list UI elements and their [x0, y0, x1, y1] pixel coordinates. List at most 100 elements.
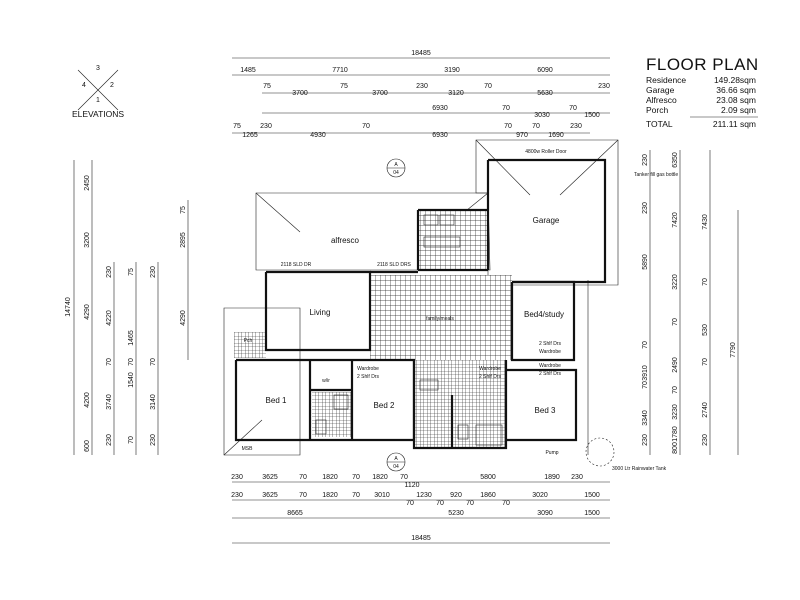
kitchen-tiles [418, 210, 488, 270]
top-row1-dim-3: 3190 [444, 67, 460, 74]
left-col1-dim-5: 600 [84, 440, 91, 452]
bottom-row2-dim-7: 70 [406, 500, 414, 507]
top-row1-dim-2: 7710 [332, 67, 348, 74]
bottom-row2-dim-1: 230 [231, 492, 243, 499]
bed1-hip-line [223, 419, 263, 456]
roof-hip-line-1 [255, 192, 301, 233]
bottom-row1-dim-11: 230 [571, 474, 583, 481]
right-col4-dim-1: 7790 [730, 342, 737, 358]
garage-hip-line-2 [559, 139, 619, 196]
right-col2-dim-8: 1780 [672, 426, 679, 442]
elevation-1-label: 1 [96, 97, 100, 104]
wardrobe-bath-label: Wardrobe [479, 366, 501, 372]
top-row2-dim-8: 5630 [537, 90, 553, 97]
rainwater-tank-label: 3000 Ltr Rainwater Tank [612, 466, 667, 472]
roller-door-label: 4800w Roller Door [525, 149, 567, 155]
shelves-bed3-label: 2 Shlf Drs [539, 371, 561, 377]
section-marker-top-sheet: 04 [393, 170, 399, 176]
top-row4-dim-3: 230 [260, 123, 272, 130]
schedule-residence-label: Residence [646, 75, 686, 85]
bed3-walls [506, 368, 578, 442]
right-col1-dim-5: 3910 [642, 365, 649, 381]
right-col2-dim-1: 6350 [672, 152, 679, 168]
section-marker-top-letter: A [394, 162, 398, 168]
left-overall-dim: 14740 [65, 297, 72, 317]
left-col4b-dim-2: 230 [150, 266, 157, 278]
ensuite-tiles [312, 392, 352, 437]
bottom-row2-dim-15: 1500 [584, 492, 600, 499]
section-marker-bottom: A 04 [386, 452, 406, 472]
top-row3b-dim-1: 70 [502, 105, 510, 112]
wardrobe-bed4-label: Wardrobe [539, 349, 561, 355]
top-row2-dim-7: 70 [484, 83, 492, 90]
top-row4-dim-7: 70 [504, 123, 512, 130]
elevation-2-label: 2 [110, 82, 114, 89]
schedule-total-label: TOTAL [646, 119, 673, 129]
elevations-compass: 3 2 4 1 ELEVATIONS [72, 65, 124, 119]
tanker-label: Tanker fill gas bottle [634, 172, 678, 178]
kitchen-island [423, 236, 461, 248]
left-col2-dim-4: 3740 [106, 394, 113, 410]
porch-tiles [234, 332, 266, 358]
shelves-bed4-label: 2 Shlf Drs [539, 341, 561, 347]
bottom-row1-dim-5: 70 [352, 474, 360, 481]
bottom-row1-dim-10: 1890 [544, 474, 560, 481]
bottom-row2-dim-12: 1860 [480, 492, 496, 499]
bed4-walls [510, 280, 576, 362]
top-row2-dim-1: 75 [263, 83, 271, 90]
ensuite-shower [333, 394, 349, 410]
right-col1-dim-3: 5890 [642, 254, 649, 270]
right-col2-dim-9: 800 [672, 442, 679, 454]
slider-door-1-label: 2118 SLD DR [281, 262, 312, 268]
top-row3-dim-1: 6930 [432, 105, 448, 112]
left-col3-dim-2: 1465 [128, 330, 135, 346]
left-col4b-dim-3: 70 [150, 358, 157, 366]
top-row4-dim-6: 6930 [432, 132, 448, 139]
schedule-porch-value: 2.09 sqm [721, 105, 756, 115]
left-col2-dim-2: 4220 [106, 310, 113, 326]
garage-hip-line-1 [475, 139, 531, 196]
left-col2-dim-1: 230 [106, 266, 113, 278]
shelves-bath-label: 2 Shlf Drs [479, 374, 501, 380]
bed3-label: Bed 3 [535, 406, 556, 415]
right-col1-dim-6: 70 [642, 381, 649, 389]
schedule-porch-label: Porch [646, 105, 668, 115]
left-col4b-dim-1: 75 [180, 206, 187, 214]
bottom-row3-dim-3: 3090 [537, 510, 553, 517]
top-row1-dim-4: 6090 [537, 67, 553, 74]
living-label: Living [310, 308, 331, 317]
right-col3-dim-5: 2740 [702, 402, 709, 418]
top-row4-dim-8: 970 [516, 132, 528, 139]
bathroom-walls [412, 360, 508, 450]
schedule-garage-label: Garage [646, 85, 675, 95]
laundry-tub [419, 379, 439, 391]
top-row4-dim-5: 70 [362, 123, 370, 130]
msb-label: MSB [242, 446, 254, 452]
elevations-label: ELEVATIONS [72, 109, 124, 119]
right-col1-dim-7: 3340 [642, 410, 649, 426]
right-col3-dim-4: 70 [702, 358, 709, 366]
top-row2-dim-5: 230 [416, 83, 428, 90]
bottom-row2-dim-5: 70 [352, 492, 360, 499]
top-row4-dim-10: 1690 [548, 132, 564, 139]
top-row4-dim-11: 230 [570, 123, 582, 130]
garage-label: Garage [533, 216, 560, 225]
schedule-total-value: 211.11 sqm [713, 119, 756, 129]
top-overall-dim: 18485 [411, 50, 431, 57]
walls [234, 158, 607, 450]
bottom-row1-dim-7: 70 [400, 474, 408, 481]
top-row4-dim-1: 75 [233, 123, 241, 130]
elevation-3-label: 3 [96, 65, 100, 72]
left-col1-dim-1: 2450 [84, 175, 91, 191]
section-marker-bottom-letter: A [394, 456, 398, 462]
slider-door-2-label: 2118 SLD DRS [377, 262, 411, 268]
wardrobe-bed2-label: Wardrobe [357, 366, 379, 372]
top-row2-dim-9: 230 [598, 83, 610, 90]
bathtub [475, 424, 503, 446]
right-col3-dim-6: 230 [702, 434, 709, 446]
left-col4-dim-1: 2895 [180, 232, 187, 248]
bottom-row2-dim-10: 920 [450, 492, 462, 499]
bottom-row1-dim-8: 1120 [404, 482, 419, 489]
bottom-row2-dim-3: 70 [299, 492, 307, 499]
